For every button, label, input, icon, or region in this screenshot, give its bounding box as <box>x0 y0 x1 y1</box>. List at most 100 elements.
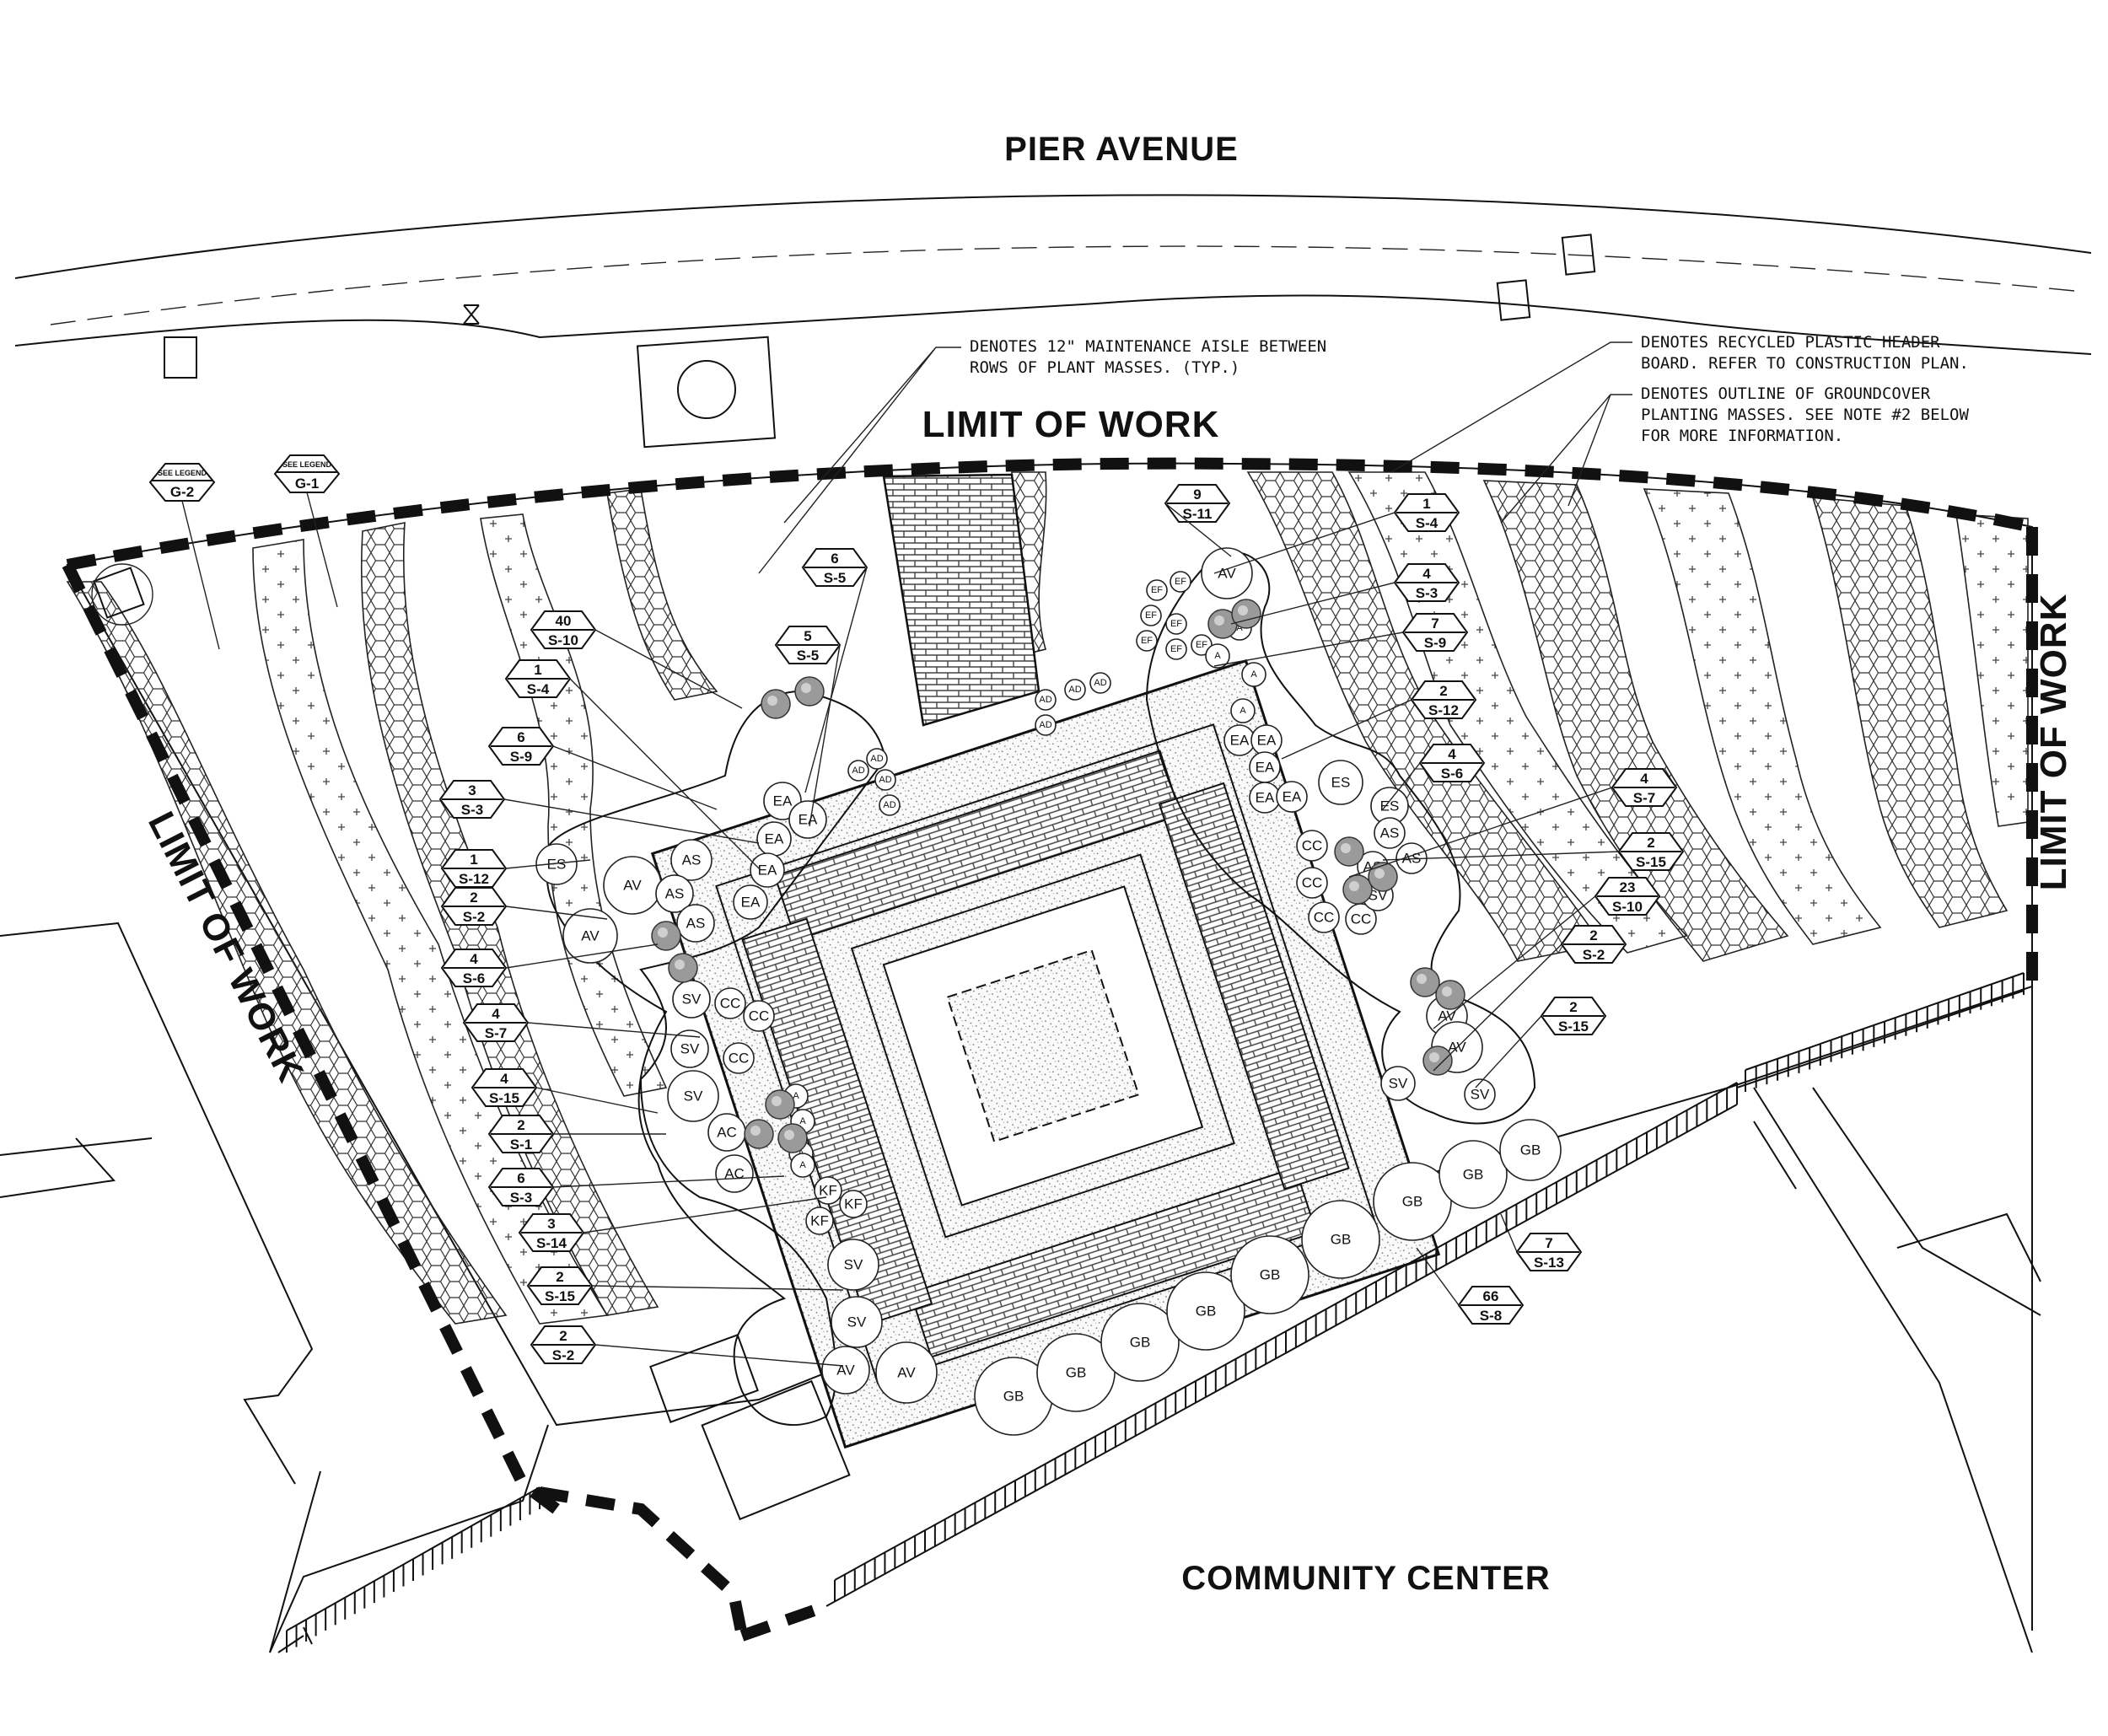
svg-text:AS: AS <box>682 852 702 868</box>
svg-text:EF: EF <box>1145 610 1157 621</box>
svg-text:2: 2 <box>1569 999 1577 1015</box>
svg-text:EF: EF <box>1141 636 1153 646</box>
tag-s-15: 2S-15 <box>526 1266 844 1305</box>
svg-text:PLANTING MASSES. SEE NOTE #2: PLANTING MASSES. SEE NOTE #2 BELOW <box>1641 406 1969 424</box>
svg-text:4: 4 <box>470 951 478 967</box>
plant-as: AS <box>670 839 713 881</box>
plant-a: A <box>1205 643 1230 669</box>
plant-ef: EF <box>1146 579 1168 601</box>
tag-s-4: 1S-4 <box>1213 493 1460 574</box>
svg-text:S-4: S-4 <box>527 681 550 697</box>
tag-s-12: 1S-12 <box>440 849 591 888</box>
svg-text:EF: EF <box>1170 619 1182 629</box>
svg-text:S-10: S-10 <box>548 632 578 648</box>
svg-text:9: 9 <box>1193 486 1201 503</box>
plant-av: AV <box>875 1341 938 1404</box>
plant-as: AS <box>655 874 694 913</box>
plant-gb: GB <box>1166 1271 1245 1351</box>
legend-tag-g-2: SEE LEGEND G-2 <box>148 463 220 650</box>
svg-text:AS: AS <box>686 916 706 932</box>
svg-text:S-11: S-11 <box>1183 506 1213 522</box>
svg-text:EF: EF <box>1170 644 1182 654</box>
plant-es: ES <box>535 843 578 885</box>
svg-text:4: 4 <box>1448 746 1456 762</box>
svg-text:G-1: G-1 <box>295 476 319 492</box>
tag-s-9: 6S-9 <box>487 727 718 810</box>
svg-text:A: A <box>1236 623 1243 633</box>
plant-sv: SV <box>670 1029 709 1068</box>
svg-text:G-2: G-2 <box>170 484 194 500</box>
plant-cc: CC <box>714 987 746 1019</box>
plant-a: A <box>1230 698 1256 723</box>
tag-s-15: 4S-15 <box>471 1068 659 1114</box>
svg-text:SV: SV <box>680 1041 700 1057</box>
svg-text:AD: AD <box>1039 720 1051 730</box>
plant-ac: AC <box>707 1113 746 1152</box>
tag-s-4: 1S-4 <box>504 659 760 869</box>
plant-ea: EA <box>788 800 827 839</box>
plant-cc: CC <box>1296 830 1328 862</box>
plant-as: AS <box>676 904 715 943</box>
plant-sv: SV <box>672 980 711 1018</box>
svg-text:S-15: S-15 <box>1558 1018 1589 1035</box>
tag-s-11: 9S-11 <box>1164 484 1232 557</box>
svg-text:EA: EA <box>1256 790 1275 806</box>
shrub-cluster <box>744 1119 774 1149</box>
shrub-cluster <box>1342 874 1373 905</box>
svg-text:2: 2 <box>1589 927 1597 943</box>
svg-text:4: 4 <box>1422 566 1431 582</box>
svg-text:AV: AV <box>836 1362 855 1379</box>
svg-text:GB: GB <box>1066 1365 1087 1381</box>
svg-text:4: 4 <box>492 1006 500 1022</box>
svg-text:40: 40 <box>556 613 572 629</box>
svg-text:GB: GB <box>1520 1142 1541 1158</box>
plant-gb: GB <box>1373 1162 1452 1241</box>
svg-text:S-1: S-1 <box>510 1137 532 1153</box>
svg-text:S-15: S-15 <box>545 1288 575 1304</box>
shrub-cluster <box>1422 1045 1453 1076</box>
svg-text:S-3: S-3 <box>1416 585 1438 601</box>
note-groundcover-outline: DENOTES OUTLINE OF GROUNDCOVER PLANTING … <box>1500 384 1969 524</box>
svg-text:6: 6 <box>517 1170 524 1186</box>
svg-text:SV: SV <box>1389 1076 1408 1092</box>
plant-gb: GB <box>1438 1140 1508 1209</box>
svg-text:GB: GB <box>1463 1167 1484 1183</box>
svg-text:3: 3 <box>468 782 476 798</box>
shrub-cluster <box>1435 980 1465 1010</box>
svg-text:FOR MORE INFORMATION.: FOR MORE INFORMATION. <box>1641 427 1843 445</box>
plant-ad: AD <box>1064 679 1086 701</box>
tag-s-1: 2S-1 <box>487 1115 666 1153</box>
svg-text:AD: AD <box>1039 695 1051 705</box>
svg-text:S-9: S-9 <box>510 749 532 765</box>
plant-ef: EF <box>1140 605 1162 626</box>
plant-kf: KF <box>805 1207 834 1235</box>
svg-text:AD: AD <box>879 775 891 785</box>
valve-icon <box>463 304 480 325</box>
plant-ea: EA <box>1276 781 1308 813</box>
brick-band-bottom <box>909 1166 1318 1358</box>
svg-text:SEE LEGEND: SEE LEGEND <box>282 460 332 469</box>
svg-text:66: 66 <box>1483 1288 1499 1304</box>
svg-text:EA: EA <box>1230 733 1250 749</box>
plant-ad: AD <box>866 748 888 770</box>
plant-ad: AD <box>1035 689 1057 711</box>
plant-ef: EF <box>1191 634 1213 656</box>
svg-text:GB: GB <box>1331 1232 1352 1248</box>
plant-ef: EF <box>1136 630 1158 652</box>
svg-text:GB: GB <box>1260 1267 1281 1283</box>
plant-sv: SV <box>827 1239 879 1291</box>
plant-cc: CC <box>1308 901 1340 933</box>
svg-text:AC: AC <box>724 1166 745 1182</box>
svg-text:EA: EA <box>758 863 777 879</box>
utility-box <box>164 336 197 379</box>
tag-s-5: 6S-5 <box>801 548 868 793</box>
plant-gb: GB <box>974 1357 1053 1436</box>
shrub-cluster <box>1334 836 1364 867</box>
plant-ef: EF <box>1165 638 1187 660</box>
svg-text:23: 23 <box>1620 879 1636 895</box>
plant-ad: AD <box>1089 672 1111 694</box>
svg-text:S-12: S-12 <box>459 871 489 887</box>
svg-text:AD: AD <box>883 800 895 810</box>
svg-text:1: 1 <box>534 662 541 678</box>
plant-kf: KF <box>839 1190 868 1218</box>
